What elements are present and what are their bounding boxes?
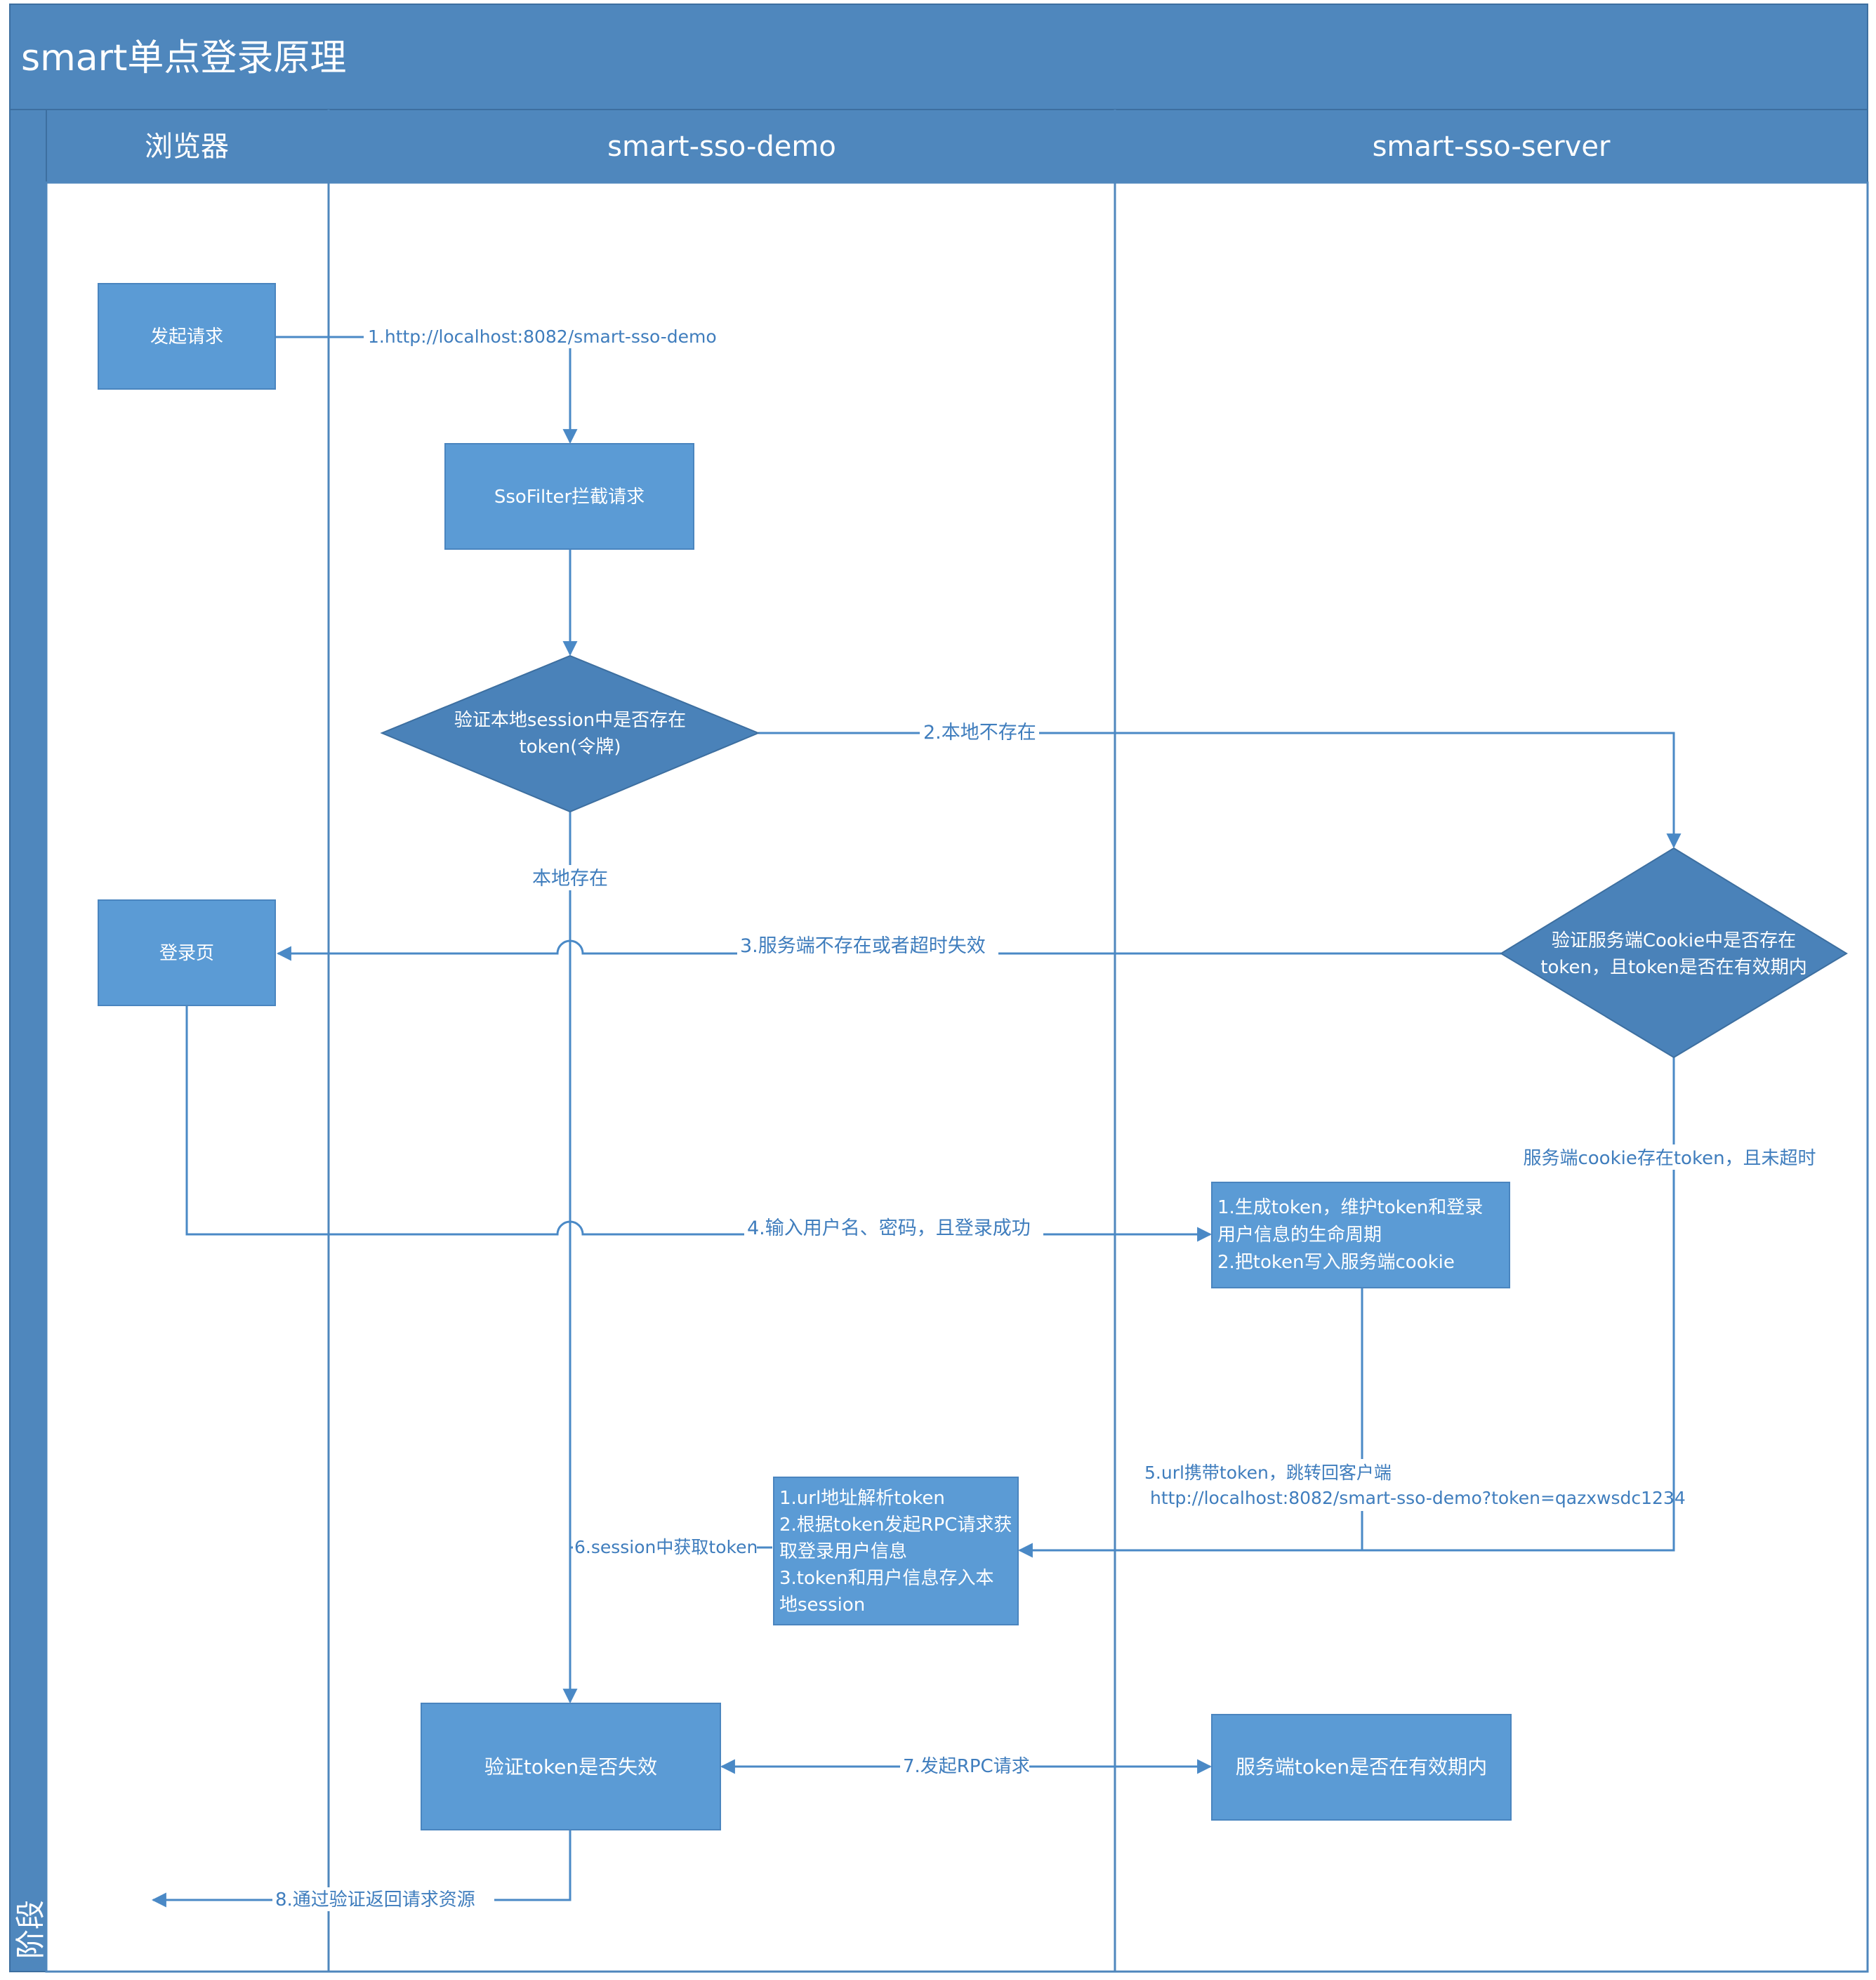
node-generate-token — [1211, 1182, 1510, 1288]
edge-6-label: 6.session中获取token — [574, 1537, 758, 1557]
lanes-frame — [45, 181, 1869, 1973]
edge-1-label-bg — [364, 324, 698, 348]
edge-server-exists-label-bg — [1515, 1144, 1824, 1170]
node-parse-token-line2: 2.根据token发起RPC请求获 — [779, 1514, 1012, 1536]
node-check-server — [1500, 847, 1848, 1059]
node-verify-token-label: 验证token是否失效 — [484, 1755, 657, 1778]
edge-2-label-bg — [920, 720, 1039, 744]
node-generate-token-line2: 用户信息的生命周期 — [1217, 1225, 1382, 1246]
edge-5-line — [1017, 1288, 1363, 1558]
node-server-token-valid — [1211, 1714, 1512, 1821]
node-login-page-label: 登录页 — [159, 943, 214, 964]
node-check-server-line2: token，且token是否在有效期内 — [1540, 957, 1806, 978]
edge-4-label: 4.输入用户名、密码，且登录成功 — [747, 1217, 1031, 1239]
lane-header-demo: smart-sso-demo — [607, 131, 836, 163]
node-start-request — [98, 283, 276, 390]
edge-3-label-bg — [737, 934, 998, 958]
node-parse-token — [773, 1477, 1019, 1625]
node-verify-token — [421, 1703, 721, 1830]
edge-1-label: 1.http://localhost:8082/smart-sso-demo — [368, 326, 717, 347]
node-parse-token-line4: 3.token和用户信息存入本 — [779, 1568, 994, 1589]
edge-1-line — [275, 336, 578, 444]
lane-header-browser: 浏览器 — [145, 131, 229, 163]
node-parse-token-line1: 1.url地址解析token — [779, 1488, 945, 1509]
edge-3-line — [276, 939, 1501, 961]
edge-2-label: 2.本地不存在 — [923, 722, 1036, 744]
node-generate-token-line1: 1.生成token，维护token和登录 — [1217, 1197, 1483, 1218]
node-generate-token-line3: 2.把token写入服务端cookie — [1217, 1252, 1455, 1273]
edge-server-exists-label: 服务端cookie存在token，且未超时 — [1523, 1148, 1816, 1169]
title-bar — [9, 4, 1868, 110]
edge-4-line — [185, 1005, 1213, 1242]
node-check-server-line1: 验证服务端Cookie中是否存在 — [1552, 930, 1796, 951]
edge-3-label: 3.服务端不存在或者超时失效 — [740, 935, 986, 957]
diagram-title: smart单点登录原理 — [21, 37, 346, 79]
node-login-page — [98, 899, 276, 1006]
node-parse-token-line5: 地session — [779, 1595, 865, 1616]
lane-header-row — [46, 109, 1868, 183]
stage-column — [9, 109, 47, 1972]
node-sso-filter — [444, 443, 694, 550]
edge-5-label-bg — [1140, 1459, 1665, 1511]
edge-local-exists-label: 本地存在 — [532, 868, 608, 890]
edge-7-label: 7.发起RPC请求 — [903, 1756, 1030, 1777]
edge-8-label-bg — [272, 1887, 494, 1911]
edge-6-label-bg — [573, 1535, 757, 1559]
connectors — [151, 336, 1682, 1908]
lane-header-server: smart-sso-server — [1373, 131, 1611, 163]
edge-4-label-bg — [744, 1216, 1043, 1240]
edge-5-label-line1: 5.url携带token，跳转回客户端 — [1144, 1463, 1392, 1483]
node-sso-filter-label: SsoFilter拦截请求 — [494, 487, 645, 508]
edge-8-label: 8.通过验证返回请求资源 — [275, 1889, 475, 1910]
edge-7-label-bg — [900, 1754, 1029, 1778]
node-check-local-line1: 验证本地session中是否存在 — [454, 710, 686, 731]
edge-server-exists-line — [1362, 1057, 1675, 1552]
node-check-local — [380, 654, 760, 813]
edge-2-line — [758, 732, 1682, 849]
node-start-request-label: 发起请求 — [150, 326, 223, 348]
edge-local-exists-label-bg — [525, 865, 615, 890]
node-check-local-line2: token(令牌) — [520, 737, 621, 758]
node-server-token-valid-label: 服务端token是否在有效期内 — [1236, 1755, 1487, 1778]
edge-5-label-line2: http://localhost:8082/smart-sso-demo?tok… — [1150, 1488, 1686, 1508]
stage-label: 阶段 — [13, 1900, 48, 1959]
node-parse-token-line3: 取登录用户信息 — [779, 1541, 907, 1562]
